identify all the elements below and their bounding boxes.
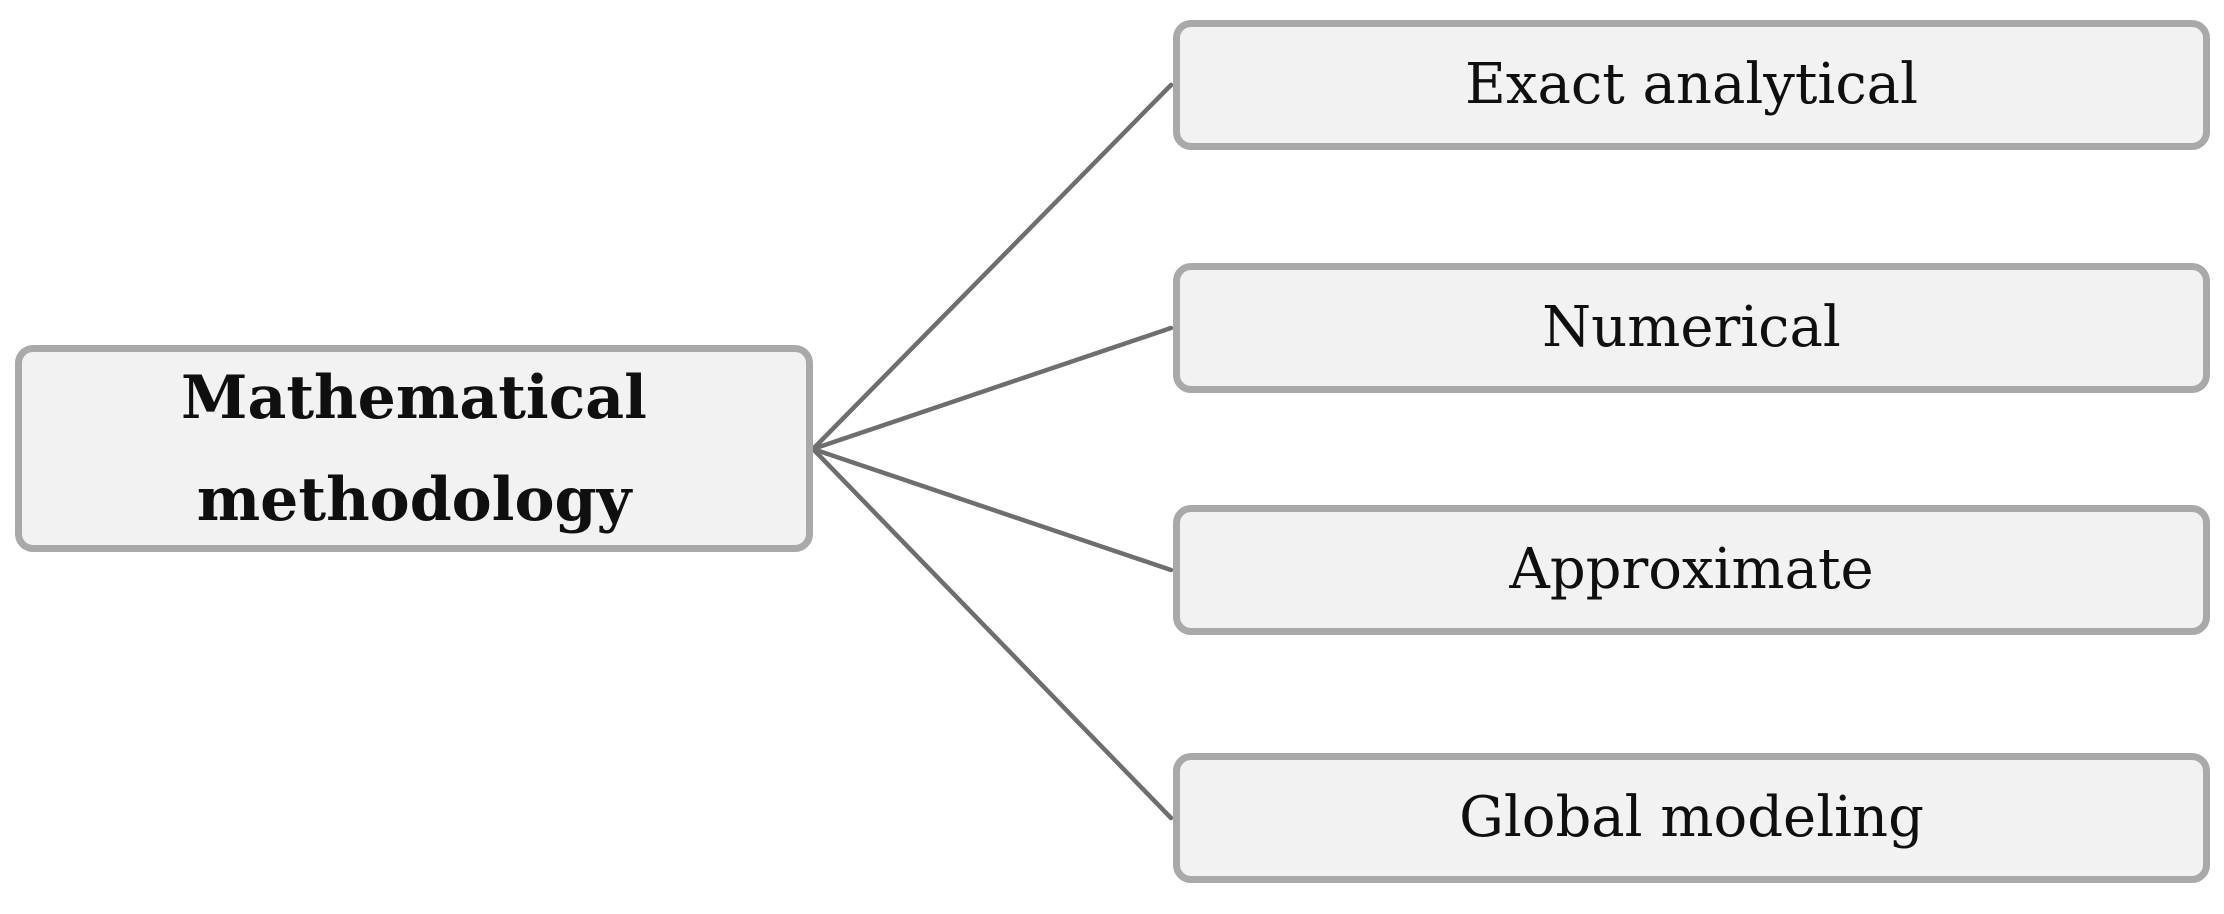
branch-node-numerical: Numerical [1173, 263, 2210, 393]
root-node-mathematical-methodology: Mathematical methodology [15, 345, 813, 552]
connector-line-exact-analytical [810, 82, 1174, 452]
connector-line-global-modeling [810, 446, 1174, 821]
branch-node-label: Exact analytical [1465, 52, 1918, 118]
branch-node-label: Numerical [1542, 295, 1841, 361]
branch-node-global-modeling: Global modeling [1173, 753, 2210, 883]
branch-node-approximate: Approximate [1173, 505, 2210, 635]
connector-line-numerical [810, 325, 1174, 452]
connector-line-approximate [810, 446, 1174, 573]
branch-node-label: Global modeling [1459, 785, 1924, 851]
root-node-label: Mathematical methodology [181, 362, 647, 535]
branch-node-label: Approximate [1509, 537, 1874, 603]
branch-node-exact-analytical: Exact analytical [1173, 20, 2210, 150]
